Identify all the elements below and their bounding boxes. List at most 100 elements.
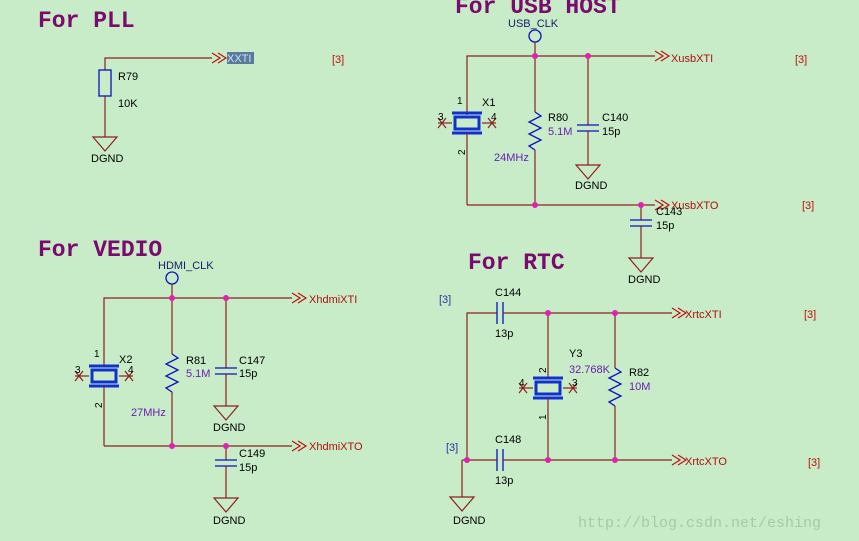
r81-value: 5.1M — [186, 368, 210, 380]
power-symbol — [528, 29, 542, 43]
resistor-r81 — [164, 353, 180, 393]
pll-circuit: XXTI [3] R79 10K DGND — [91, 52, 344, 165]
title-vedio: For VEDIO — [38, 237, 162, 263]
x2-pin3: 3 — [75, 365, 81, 376]
usb-circuit: USB_CLK XusbXTI [3] 1 2 3 4 X1 — [437, 18, 814, 286]
c147-value: 15p — [239, 368, 257, 380]
resistor-r82 — [607, 367, 623, 407]
r82-value: 10M — [629, 381, 650, 393]
ground-symbol — [91, 136, 119, 152]
x1-pin2: 2 — [457, 149, 468, 155]
y3-pin4: 4 — [519, 378, 525, 389]
c149-value: 15p — [239, 462, 257, 474]
x1-pin4: 4 — [491, 112, 497, 123]
c144-value: 13p — [495, 328, 513, 340]
crystal-y3 — [518, 376, 578, 400]
ground-symbol — [627, 257, 655, 273]
junction — [532, 53, 538, 59]
x2-name: X2 — [119, 354, 132, 366]
net-xusbxti: XusbXTI — [671, 53, 713, 65]
net-xhdmixto: XhdmiXTO — [309, 441, 363, 453]
net-xrtcxto: XrtcXTO — [685, 456, 727, 468]
net-label-xxti: XXTI — [227, 53, 251, 65]
junction — [612, 310, 618, 316]
net-arrow — [671, 307, 688, 319]
junction — [169, 295, 175, 301]
r80-name: R80 — [548, 112, 568, 124]
junction — [223, 295, 229, 301]
hdmi-clk-label: HDMI_CLK — [158, 260, 214, 272]
vedio-circuit: HDMI_CLK XhdmiXTI 1 2 3 4 X2 R81 — [74, 260, 363, 527]
x2-pin2: 2 — [94, 402, 105, 408]
ground-label: DGND — [91, 153, 123, 165]
ref-rtc-out: [3] — [808, 457, 820, 469]
c144-name: C144 — [495, 287, 521, 299]
r81-name: R81 — [186, 355, 206, 367]
watermark: http://blog.csdn.net/eshing — [578, 515, 821, 532]
net-arrow — [654, 50, 671, 62]
junction — [223, 443, 229, 449]
x2-freq: 27MHz — [131, 407, 166, 419]
resistor-r79 — [98, 69, 112, 97]
r82-name: R82 — [629, 367, 649, 379]
crystal-x2 — [74, 364, 134, 388]
rtc-circuit: [3] [3] C144 13p XrtcXTI [3] 2 1 4 — [439, 287, 820, 527]
net-highlight — [227, 52, 254, 64]
junction — [545, 457, 551, 463]
usb-ground2: DGND — [628, 274, 660, 286]
net-arrow — [671, 454, 688, 466]
ground-symbol — [212, 405, 240, 421]
x1-pin1: 1 — [457, 96, 463, 107]
net-arrow — [211, 52, 228, 64]
x1-name: X1 — [482, 97, 495, 109]
x1-pin3: 3 — [438, 112, 444, 123]
ref-usb-out: [3] — [802, 200, 814, 212]
y3-pin2: 2 — [538, 367, 549, 373]
c147-name: C147 — [239, 355, 265, 367]
c148-name: C148 — [495, 434, 521, 446]
power-symbol — [165, 271, 179, 285]
vedio-ground2: DGND — [213, 515, 245, 527]
resistor-r80 — [527, 111, 543, 151]
junction — [612, 457, 618, 463]
y3-freq: 32.768K — [569, 364, 611, 376]
net-xrtcxti: XrtcXTI — [685, 309, 722, 321]
junction — [532, 202, 538, 208]
title-rtc: For RTC — [468, 250, 565, 276]
x2-pin4: 4 — [128, 365, 134, 376]
y3-pin3: 3 — [572, 378, 578, 389]
c148-value: 13p — [495, 475, 513, 487]
c140-value: 15p — [602, 126, 620, 138]
usb-ground1: DGND — [575, 180, 607, 192]
r79-value: 10K — [118, 98, 138, 110]
junction — [545, 310, 551, 316]
c140-name: C140 — [602, 112, 628, 124]
net-arrow — [291, 440, 308, 452]
c143-name: C143 — [656, 206, 682, 218]
ref-pll: [3] — [332, 54, 344, 66]
ref-rtc-in: [3] — [804, 309, 816, 321]
x1-freq: 24MHz — [494, 152, 529, 164]
title-usb-host: For USB HOST — [455, 0, 621, 20]
y3-name: Y3 — [569, 348, 582, 360]
r79-name: R79 — [118, 71, 138, 83]
x2-pin1: 1 — [94, 349, 100, 360]
net-xhdmixti: XhdmiXTI — [309, 294, 357, 306]
r80-value: 5.1M — [548, 126, 572, 138]
y3-pin1: 1 — [538, 414, 549, 420]
rtc-ref-left-bottom: [3] — [446, 442, 458, 454]
vedio-ground1: DGND — [213, 422, 245, 434]
junction — [638, 202, 644, 208]
c143-value: 15p — [656, 220, 674, 232]
crystal-x1 — [437, 111, 497, 135]
ref-usb-in: [3] — [795, 54, 807, 66]
c149-name: C149 — [239, 448, 265, 460]
ground-symbol — [448, 496, 476, 512]
usb-clk-label: USB_CLK — [508, 18, 559, 30]
ground-symbol — [212, 497, 240, 513]
rtc-ground: DGND — [453, 515, 485, 527]
junction — [169, 443, 175, 449]
title-pll: For PLL — [38, 8, 135, 34]
rtc-ref-left-top: [3] — [439, 294, 451, 306]
